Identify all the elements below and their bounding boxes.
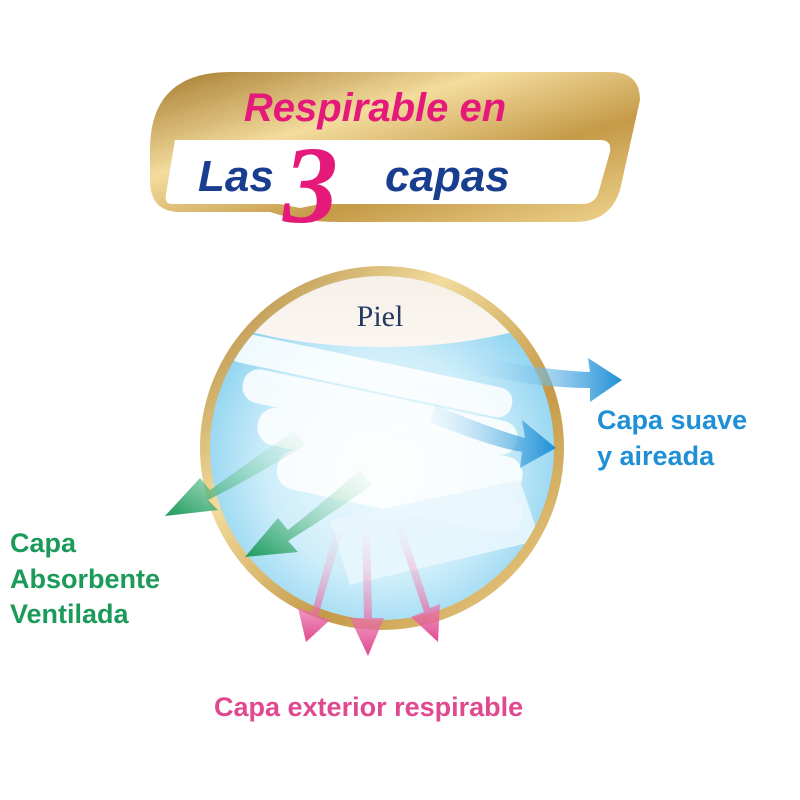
label-top-layer: Capa suave y aireada: [597, 403, 747, 474]
label-top-layer-line1: Capa suave: [597, 403, 747, 439]
banner-number: 3: [283, 130, 338, 240]
banner-title-prefix: Las: [198, 152, 274, 202]
label-middle-layer-line1: Capa: [10, 526, 160, 562]
layers-circle: [152, 177, 612, 630]
label-middle-layer-line2: Absorbente: [10, 562, 160, 598]
label-middle-layer-line3: Ventilada: [10, 597, 160, 633]
skin-label: Piel: [320, 300, 440, 334]
label-top-layer-line2: y aireada: [597, 439, 747, 475]
label-outer-layer-line1: Capa exterior respirable: [214, 690, 523, 726]
label-middle-layer: Capa Absorbente Ventilada: [10, 526, 160, 633]
banner-title-line1: Respirable en: [205, 86, 545, 131]
label-outer-layer: Capa exterior respirable: [214, 690, 523, 726]
banner-title-suffix: capas: [385, 152, 510, 202]
